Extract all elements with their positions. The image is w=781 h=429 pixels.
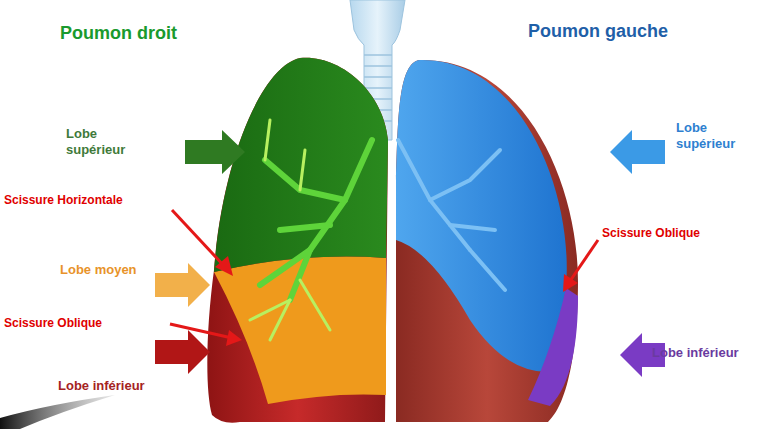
lung-title: Poumon gauche xyxy=(528,20,668,43)
lobe-label: Lobe supérieur xyxy=(676,120,756,153)
lobe-label: Lobe moyen xyxy=(60,262,137,278)
lung-title: Poumon droit xyxy=(60,22,177,45)
lobe-label: Lobe supérieur xyxy=(66,126,146,159)
fissure-label: Scissure Horizontale xyxy=(4,193,123,208)
fissure-label: Scissure Oblique xyxy=(602,226,700,241)
lobe-label: Lobe inférieur xyxy=(652,345,739,361)
fissure-label: Scissure Oblique xyxy=(4,316,102,331)
lobe-label: Lobe inférieur xyxy=(58,378,145,394)
